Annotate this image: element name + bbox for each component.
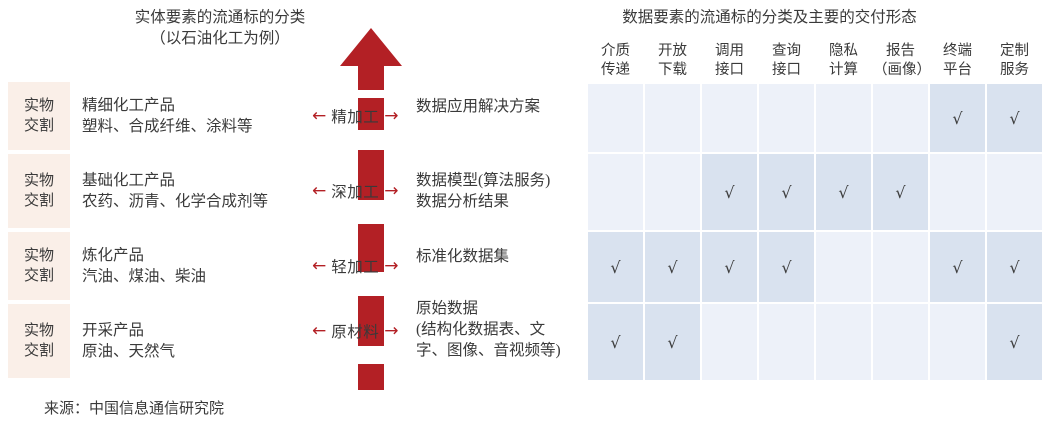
data-output-label: 标准化数据集 (416, 248, 510, 265)
process-label: 轻加工 (331, 259, 380, 276)
arrow-right-icon: → (384, 105, 399, 126)
matrix-cell-checked[interactable]: √ (930, 84, 985, 152)
check-icon: √ (1009, 257, 1020, 277)
delivery-badge: 实物 交割 (8, 304, 70, 378)
matrix-cell-empty[interactable] (759, 84, 814, 152)
matrix-cell-checked[interactable]: √ (873, 154, 928, 230)
matrix-cell-empty[interactable] (645, 84, 700, 152)
arrow-left-icon: ← (312, 255, 327, 276)
column-header: 查询 接口 (772, 43, 801, 78)
arrow-left-icon: ← (312, 105, 327, 126)
table-header-row: 介质 传递 开放 下载 调用 接口 查询 接口 隐私 计算 报告 （画像） 终端… (588, 34, 1042, 82)
matrix-cell-empty[interactable] (873, 304, 928, 380)
matrix-cell-checked[interactable]: √ (645, 232, 700, 302)
matrix-cell-empty[interactable] (873, 84, 928, 152)
arrow-left-icon: ← (312, 320, 327, 341)
process-step: ← 精加工 → (312, 95, 399, 137)
column-header: 终端 平台 (943, 43, 972, 78)
check-icon: √ (895, 182, 906, 202)
matrix-table: 介质 传递 开放 下载 调用 接口 查询 接口 隐私 计算 报告 （画像） 终端… (586, 32, 1044, 382)
column-header: 开放 下载 (658, 43, 687, 78)
matrix-cell-empty[interactable] (930, 304, 985, 380)
matrix-cell-checked[interactable]: √ (588, 232, 643, 302)
check-icon: √ (724, 182, 735, 202)
source-note: 来源：中国信息通信研究院 (44, 401, 225, 417)
check-icon: √ (781, 257, 792, 277)
matrix-cell-checked[interactable]: √ (987, 304, 1042, 380)
check-icon: √ (781, 182, 792, 202)
matrix-cell-checked[interactable]: √ (759, 232, 814, 302)
matrix-cell-empty[interactable] (645, 154, 700, 230)
check-icon: √ (838, 182, 849, 202)
data-output-label: 数据模型(算法服务) 数据分析结果 (416, 172, 551, 210)
arrow-right-icon: → (384, 320, 399, 341)
matrix-cell-checked[interactable]: √ (987, 232, 1042, 302)
column-header: 调用 接口 (715, 43, 744, 78)
matrix-cell-empty[interactable] (702, 304, 757, 380)
matrix-cell-checked[interactable]: √ (816, 154, 871, 230)
table-row: √ √ √ √ √ √ (588, 232, 1042, 302)
product-label: 基础化工产品 农药、沥青、化学合成剂等 (82, 172, 269, 210)
entity-row: 实物 交割 基础化工产品 农药、沥青、化学合成剂等 (8, 154, 320, 228)
matrix-cell-empty[interactable] (759, 304, 814, 380)
column-header: 介质 传递 (601, 43, 630, 78)
table-row: √ √ √ (588, 304, 1042, 380)
table-row: √ √ √ √ (588, 154, 1042, 230)
data-output-label: 原始数据 (结构化数据表、文 字、图像、音视频等) (416, 300, 561, 359)
check-icon: √ (610, 257, 621, 277)
matrix-cell-empty[interactable] (930, 154, 985, 230)
table-row: √√ (588, 84, 1042, 152)
product-label: 精细化工产品 塑料、合成纤维、涂料等 (82, 97, 253, 135)
delivery-badge: 实物 交割 (8, 82, 70, 150)
matrix-cell-checked[interactable]: √ (588, 304, 643, 380)
process-label: 原材料 (331, 324, 380, 341)
matrix-cell-empty[interactable] (588, 154, 643, 230)
check-icon: √ (724, 257, 735, 277)
product-label: 炼化产品 汽油、煤油、柴油 (82, 247, 207, 285)
column-header: 报告 （画像） (873, 43, 931, 78)
check-icon: √ (667, 257, 678, 277)
matrix-cell-empty[interactable] (987, 154, 1042, 230)
delivery-badge: 实物 交割 (8, 154, 70, 228)
process-step: ← 原材料 → (312, 310, 399, 352)
check-icon: √ (952, 257, 963, 277)
matrix-cell-empty[interactable] (873, 232, 928, 302)
process-step: ← 深加工 → (312, 170, 399, 212)
arrow-right-icon: → (384, 180, 399, 201)
matrix-cell-checked[interactable]: √ (645, 304, 700, 380)
check-icon: √ (1009, 332, 1020, 352)
matrix-body: √√√√√√√√√√√√√√√ (588, 84, 1042, 380)
entity-row: 实物 交割 精细化工产品 塑料、合成纤维、涂料等 (8, 82, 320, 150)
check-icon: √ (667, 332, 678, 352)
arrow-right-icon: → (384, 255, 399, 276)
left-title: 实体要素的流通标的分类 （以石油化工为例） (134, 9, 306, 47)
check-icon: √ (1009, 108, 1020, 128)
matrix-cell-checked[interactable]: √ (759, 154, 814, 230)
matrix-cell-checked[interactable]: √ (987, 84, 1042, 152)
product-label: 开采产品 原油、天然气 (82, 322, 176, 360)
matrix-cell-checked[interactable]: √ (702, 154, 757, 230)
matrix-cell-checked[interactable]: √ (930, 232, 985, 302)
matrix-cell-empty[interactable] (702, 84, 757, 152)
column-header: 隐私 计算 (829, 43, 858, 78)
entity-row: 实物 交割 开采产品 原油、天然气 (8, 304, 320, 378)
entity-row: 实物 交割 炼化产品 汽油、煤油、柴油 (8, 232, 320, 300)
delivery-badge: 实物 交割 (8, 232, 70, 300)
matrix-cell-empty[interactable] (816, 304, 871, 380)
data-output-label: 数据应用解决方案 (416, 98, 541, 115)
matrix-cell-empty[interactable] (588, 84, 643, 152)
check-icon: √ (610, 332, 621, 352)
process-label: 精加工 (331, 109, 380, 126)
process-step: ← 轻加工 → (312, 245, 399, 287)
process-label: 深加工 (331, 184, 380, 201)
upward-process-arrow (340, 28, 402, 390)
arrow-left-icon: ← (312, 180, 327, 201)
matrix-cell-empty[interactable] (816, 84, 871, 152)
right-title: 数据要素的流通标的分类及主要的交付形态 (622, 9, 917, 26)
check-icon: √ (952, 108, 963, 128)
matrix-cell-checked[interactable]: √ (702, 232, 757, 302)
delivery-form-matrix: 介质 传递 开放 下载 调用 接口 查询 接口 隐私 计算 报告 （画像） 终端… (586, 32, 1044, 382)
column-header: 定制 服务 (1000, 43, 1029, 78)
matrix-cell-empty[interactable] (816, 232, 871, 302)
